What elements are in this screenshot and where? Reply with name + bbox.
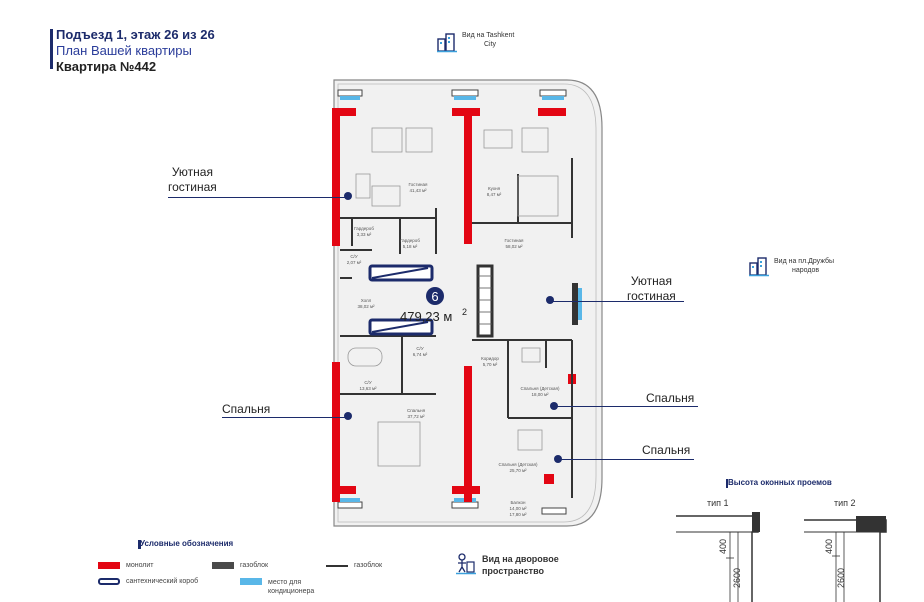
view-top-line1: Вид на Tashkent bbox=[462, 32, 515, 39]
room-area: 58,02 м² bbox=[505, 244, 523, 249]
leader-line bbox=[552, 301, 684, 302]
room-label: Спальня (Детская) bbox=[499, 462, 538, 467]
room-label: Балкон bbox=[510, 500, 526, 505]
room-area: 8,47 м² bbox=[487, 192, 502, 197]
plumbing-swatch bbox=[98, 578, 120, 585]
room-label: Кухня bbox=[488, 186, 501, 191]
dim-400-type1: 400 bbox=[718, 539, 728, 554]
ac-swatch bbox=[240, 578, 262, 585]
room-label: Гостиная bbox=[409, 182, 428, 187]
room-area: 6,74 м² bbox=[413, 352, 428, 357]
dim-400-type2: 400 bbox=[824, 539, 834, 554]
room-area: 5,18 м² bbox=[403, 244, 418, 249]
room-area: 18,00 м² bbox=[531, 392, 549, 397]
view-bottom-line1: Вид на дворовое bbox=[482, 554, 559, 564]
room-label: Гардероб bbox=[400, 238, 420, 243]
callout-bedroom-right-1: Спальня bbox=[646, 391, 695, 405]
room-area: 38,02 м² bbox=[357, 304, 375, 309]
room-label: Спальня (Детская) bbox=[521, 386, 560, 391]
room-area: 14,00 м² bbox=[509, 506, 527, 511]
room-area: 37,72 м² bbox=[407, 414, 425, 419]
total-area: 479,23 м bbox=[400, 309, 452, 324]
view-bottom: Вид на дворовое пространство bbox=[456, 553, 559, 577]
total-area-sup: 2 bbox=[462, 307, 467, 317]
legend-accent bbox=[138, 540, 141, 549]
legend-gasblock-line: газоблок bbox=[326, 562, 382, 569]
room-area: 2,07 м² bbox=[347, 260, 362, 265]
area-badge-number: 6 bbox=[431, 289, 438, 304]
room-label: Гостиная bbox=[505, 238, 524, 243]
room-label: С/У bbox=[416, 346, 424, 351]
dim-2600-type1: 2600 bbox=[732, 568, 742, 588]
room-area: 13,63 м² bbox=[359, 386, 377, 391]
view-right: Вид на пл.Дружбы народов bbox=[748, 255, 834, 277]
header-accent-bar bbox=[50, 29, 53, 69]
windows-accent bbox=[726, 479, 728, 488]
view-right-line1: Вид на пл.Дружбы bbox=[774, 258, 835, 265]
dim-2600-type2: 2600 bbox=[836, 568, 846, 588]
view-right-line2: народов bbox=[792, 267, 820, 274]
room-area: 3,33 м² bbox=[357, 232, 372, 237]
leader-line bbox=[222, 417, 348, 418]
callout-living-right: Уютная гостиная bbox=[627, 274, 676, 303]
room-area: 41,43 м² bbox=[409, 188, 427, 193]
window-sections: 400 2600 400 2600 bbox=[676, 512, 887, 602]
yard-icon bbox=[456, 553, 476, 575]
room-label: Холл bbox=[361, 298, 372, 303]
legend-monolith: монолит bbox=[98, 562, 154, 569]
monolith-swatch bbox=[98, 562, 120, 569]
room-area: 17,80 м² bbox=[509, 512, 527, 517]
callout-living-left: Уютная гостиная bbox=[168, 165, 217, 194]
legend-title: Условные обозначения bbox=[140, 539, 234, 548]
view-bottom-line2: пространство bbox=[482, 566, 544, 576]
leader-line bbox=[168, 197, 346, 198]
room-label: Гардероб bbox=[354, 226, 374, 231]
view-top: Вид на Tashkent City bbox=[436, 31, 514, 53]
window-type-1: тип 1 bbox=[707, 498, 729, 508]
leader-line bbox=[556, 406, 698, 407]
legend-plumbing: сантехнический короб bbox=[98, 578, 198, 585]
room-area: 5,70 м² bbox=[483, 362, 498, 367]
room-label: Спальня bbox=[407, 408, 426, 413]
apartment-number: Квартира №442 bbox=[56, 59, 157, 74]
gasblock-swatch bbox=[212, 562, 234, 569]
room-label: Коридор bbox=[481, 356, 499, 361]
callout-bedroom-left: Спальня bbox=[222, 402, 271, 416]
window-heights-title: Высота оконных проемов bbox=[728, 478, 832, 487]
apartment-header: Подъезд 1, этаж 26 из 26 План Вашей квар… bbox=[50, 27, 215, 75]
floor-plan: Гостиная 41,43 м² Кухня 8,47 м² Гардероб… bbox=[332, 79, 603, 527]
plan-subtitle: План Вашей квартиры bbox=[56, 43, 192, 58]
window-type-2: тип 2 bbox=[834, 498, 856, 508]
leader-line bbox=[558, 459, 694, 460]
building-icon bbox=[437, 33, 457, 53]
gasblock-line-swatch bbox=[326, 565, 348, 567]
room-label: С/У bbox=[350, 254, 358, 259]
legend-gasblock-fill: газоблок bbox=[212, 562, 268, 569]
callout-bedroom-right-2: Спальня bbox=[642, 443, 691, 457]
area-badge bbox=[426, 287, 444, 305]
view-top-line2: City bbox=[484, 41, 497, 48]
building-icon bbox=[749, 257, 769, 277]
legend-ac: место для кондиционера bbox=[240, 578, 314, 596]
entrance-floor-title: Подъезд 1, этаж 26 из 26 bbox=[56, 27, 215, 42]
room-area: 25,70 м² bbox=[509, 468, 527, 473]
room-label: С/У bbox=[364, 380, 372, 385]
